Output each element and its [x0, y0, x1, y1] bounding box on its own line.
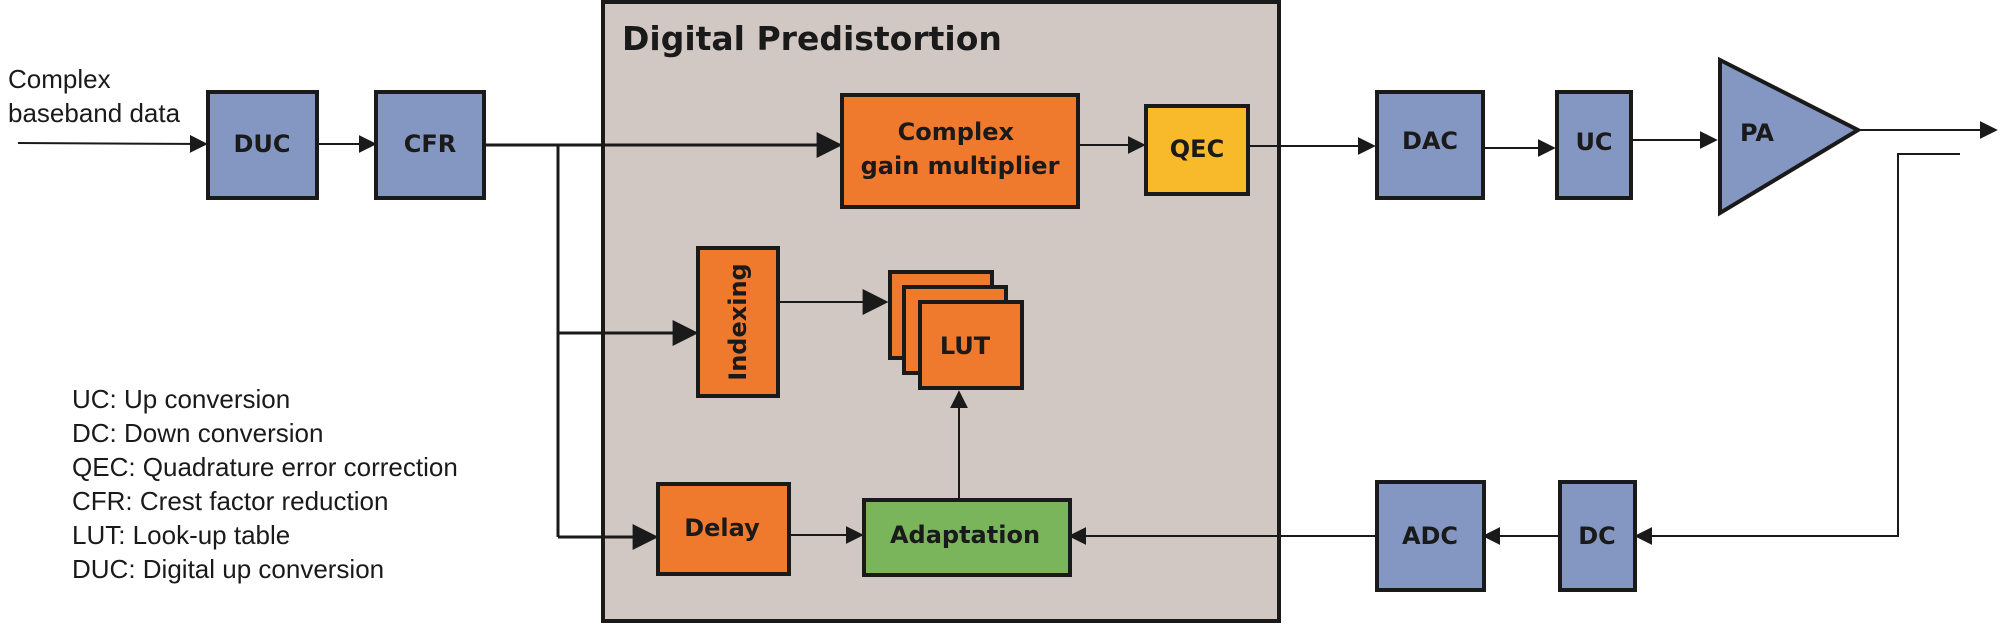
adaptation-block — [862, 498, 1072, 577]
legend-item-lut: LUT: Look-up table — [72, 520, 290, 550]
lut-block — [918, 300, 1024, 390]
dc-block — [1558, 480, 1637, 592]
input-arrow — [17, 134, 208, 153]
legend-item-duc: DUC: Digital up conversion — [72, 554, 384, 584]
dpd-title: Digital Predistortion — [622, 19, 1002, 58]
dac-block — [1375, 90, 1485, 200]
legend-item-dc: DC: Down conversion — [72, 418, 323, 448]
connections — [17, 121, 1998, 550]
legend-item-qec: QEC: Quadrature error correction — [72, 452, 458, 482]
cfr-block — [374, 90, 486, 200]
input-label-line-2: baseband data — [8, 98, 181, 128]
qec-block — [1144, 104, 1250, 196]
pa-amplifier-triangle — [1718, 56, 1863, 217]
delay-block — [656, 482, 791, 576]
duc-label: DUC — [233, 130, 290, 158]
indexing-label: Indexing — [724, 263, 752, 380]
legend-item-cfr: CFR: Crest factor reduction — [72, 486, 388, 516]
input-label-line-1: Complex — [8, 64, 111, 94]
dac-label: DAC — [1402, 127, 1458, 155]
adc-block — [1375, 480, 1486, 592]
cgm-label-line-1: Complex — [898, 118, 1015, 146]
uc-block — [1555, 90, 1633, 200]
cgm-label-line-2: gain multiplier — [861, 152, 1060, 180]
cfr-label: CFR — [404, 130, 457, 158]
complex-gain-multiplier-label: Complex gain multiplier — [861, 118, 1060, 180]
indexing-block — [696, 246, 780, 398]
complex-gain-multiplier-block — [840, 93, 1080, 209]
adc-label: ADC — [1402, 522, 1458, 550]
legend-item-uc: UC: Up conversion — [72, 384, 290, 414]
qec-label: QEC — [1170, 135, 1224, 163]
input-label: Complex baseband data — [8, 64, 181, 128]
feedback-coupler-line — [1634, 153, 1960, 545]
duc-block — [206, 90, 319, 200]
legend: UC: Up conversion DC: Down conversion QE… — [72, 384, 458, 584]
dc-label: DC — [1578, 522, 1616, 550]
pa-label: PA — [1740, 119, 1774, 147]
adaptation-label: Adaptation — [890, 521, 1040, 549]
delay-label: Delay — [684, 514, 760, 542]
uc-label: UC — [1575, 128, 1612, 156]
lut-label: LUT — [940, 332, 991, 360]
